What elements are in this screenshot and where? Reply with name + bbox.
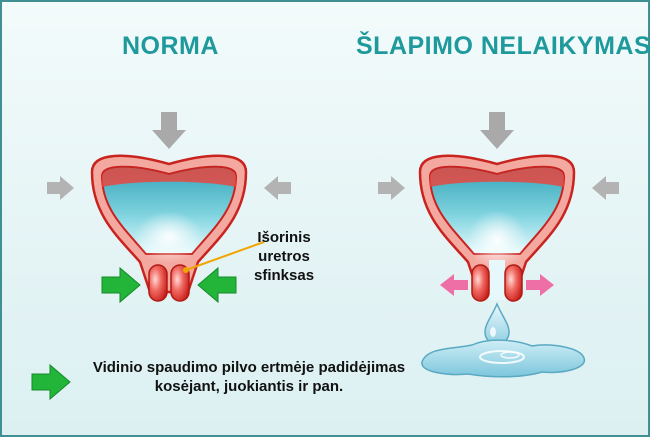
sphincter-callout: Išorinis uretros sfinksas — [254, 228, 314, 285]
callout-dot — [183, 267, 189, 273]
legend-text: Vidinio spaudimo pilvo ertmėje padidėjim… — [92, 359, 406, 395]
sphincter-left — [148, 264, 168, 302]
pressure-arrow-down-icon — [152, 112, 186, 149]
urine-glow — [467, 210, 527, 270]
pressure-arrow-down-icon — [480, 112, 514, 149]
callout-line-1: Išorinis — [257, 229, 311, 246]
sphincter-right — [170, 264, 190, 302]
callout-line-2: uretros — [258, 248, 310, 265]
callout-line — [185, 241, 265, 271]
bladder-inner-rim — [430, 167, 564, 187]
title-incontinence: ŠLAPIMO NELAIKYMAS — [356, 32, 650, 60]
bladder-inner-rim — [102, 167, 236, 187]
pressure-arrow-right-icon — [47, 176, 74, 200]
pressure-arrow-left-icon — [264, 176, 291, 200]
pressure-arrow-right-icon — [378, 176, 405, 200]
green-arrow-icon — [31, 363, 71, 401]
open-arrow-right-icon — [526, 274, 554, 296]
urine-puddle — [421, 339, 585, 378]
pressure-arrow-left-icon — [592, 176, 619, 200]
squeeze-arrow-left-icon — [197, 266, 237, 304]
urethra-open-channel — [489, 260, 505, 300]
incontinence-bladder-group — [378, 112, 619, 378]
open-arrow-left-icon — [440, 274, 468, 296]
callout-line-3: sfinksas — [254, 267, 315, 284]
urine-glow — [135, 211, 203, 263]
normal-bladder-group — [47, 112, 291, 304]
sphincter-left — [471, 264, 490, 302]
squeeze-arrow-right-icon — [101, 266, 141, 304]
sphincter-right — [504, 264, 523, 302]
urine-drop-icon — [484, 302, 510, 345]
title-norma: NORMA — [122, 32, 219, 60]
